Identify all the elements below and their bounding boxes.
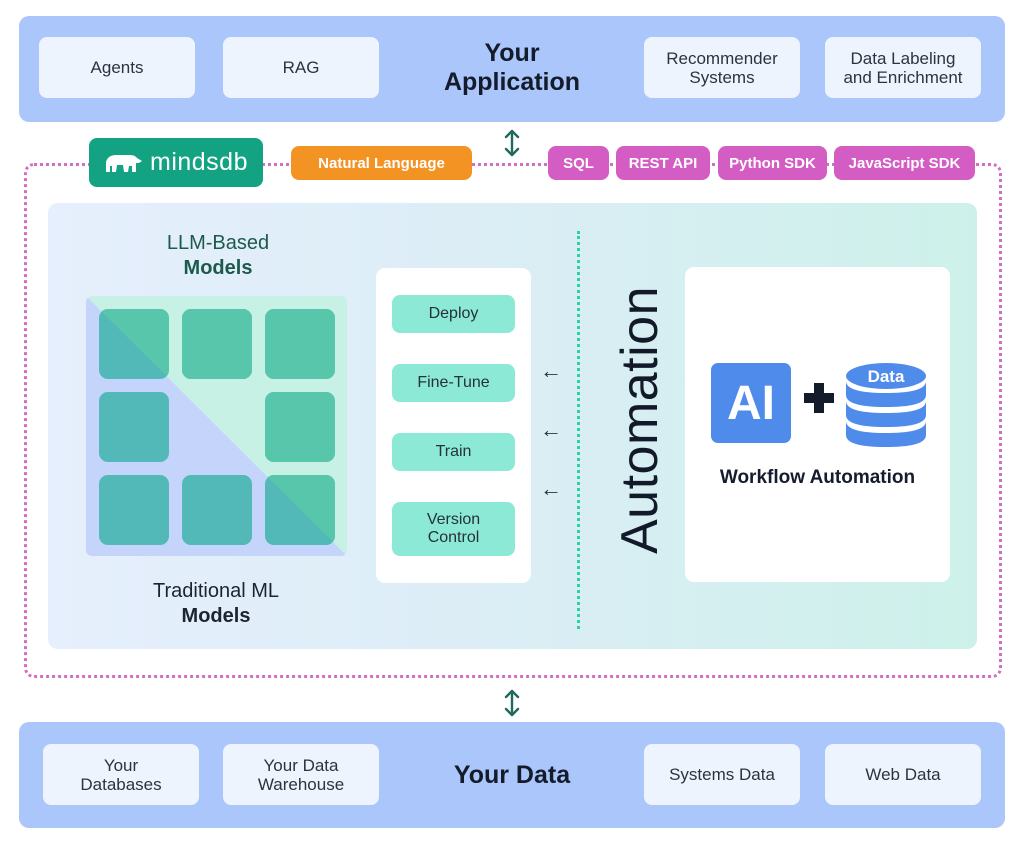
mindsdb-wordmark: mindsdb — [150, 148, 248, 176]
mindsdb-boundary — [24, 163, 1002, 678]
data-item-data-warehouse: Your Data Warehouse — [223, 744, 379, 805]
bidirectional-arrow-icon — [504, 689, 520, 717]
app-item-recommender-systems: Recommender Systems — [644, 37, 800, 98]
plus-icon — [804, 383, 834, 413]
traditional-models-line1: Traditional ML — [153, 580, 279, 602]
database-label: Data — [868, 367, 905, 386]
arrow-left-icon: ← — [540, 476, 562, 501]
interface-pill-sql: SQL — [548, 146, 609, 180]
dotted-divider — [577, 231, 580, 629]
application-layer: Agents RAG Your Application Recommender … — [19, 16, 1005, 122]
data-item-web-data: Web Data — [825, 744, 981, 805]
bidirectional-arrow-icon — [504, 129, 520, 157]
model-tile — [182, 475, 252, 545]
ai-badge-icon: AI — [711, 363, 791, 443]
workflow-automation-card: AI Data Workflow Automation — [685, 267, 950, 582]
llm-models-label: LLM-Based Models — [128, 231, 308, 281]
action-deploy: Deploy — [392, 295, 515, 333]
action-version-control: Version Control — [392, 502, 515, 556]
app-item-agents: Agents — [39, 37, 195, 98]
traditional-models-label: Traditional ML Models — [126, 579, 306, 629]
model-tile-llm-shade — [265, 309, 335, 379]
llm-models-line1: LLM-Based — [166, 232, 270, 254]
model-actions-card: Deploy Fine-Tune Train Version Control — [376, 268, 531, 583]
traditional-models-line2: Models — [181, 605, 251, 627]
arrow-left-icon: ← — [540, 358, 562, 383]
model-grid-graphic — [86, 296, 347, 556]
workflow-automation-title: Workflow Automation — [719, 467, 916, 488]
action-fine-tune: Fine-Tune — [392, 364, 515, 402]
interface-pill-python-sdk: Python SDK — [718, 146, 827, 180]
natural-language-pill: Natural Language — [291, 146, 472, 180]
model-tile — [99, 475, 169, 545]
mindsdb-logo: mindsdb — [89, 138, 263, 187]
automation-label: Automation — [611, 285, 669, 555]
model-tile-llm-shade — [182, 309, 252, 379]
action-train: Train — [392, 433, 515, 471]
data-item-databases: Your Databases — [43, 744, 199, 805]
app-item-rag: RAG — [223, 37, 379, 98]
interface-pill-javascript-sdk: JavaScript SDK — [834, 146, 975, 180]
model-tile — [99, 392, 169, 462]
app-item-data-labeling: Data Labeling and Enrichment — [825, 37, 981, 98]
bear-logo-icon — [106, 154, 142, 172]
llm-models-line2: Models — [183, 257, 253, 279]
data-title: Your Data — [453, 761, 571, 789]
interface-pill-rest-api: REST API — [616, 146, 710, 180]
database-icon: Data — [846, 363, 926, 447]
data-item-systems-data: Systems Data — [644, 744, 800, 805]
arrow-left-icon: ← — [540, 417, 562, 442]
application-title: Your Application — [443, 39, 581, 96]
model-tile-llm-shade — [265, 392, 335, 462]
data-layer: Your Databases Your Data Warehouse Your … — [19, 722, 1005, 828]
